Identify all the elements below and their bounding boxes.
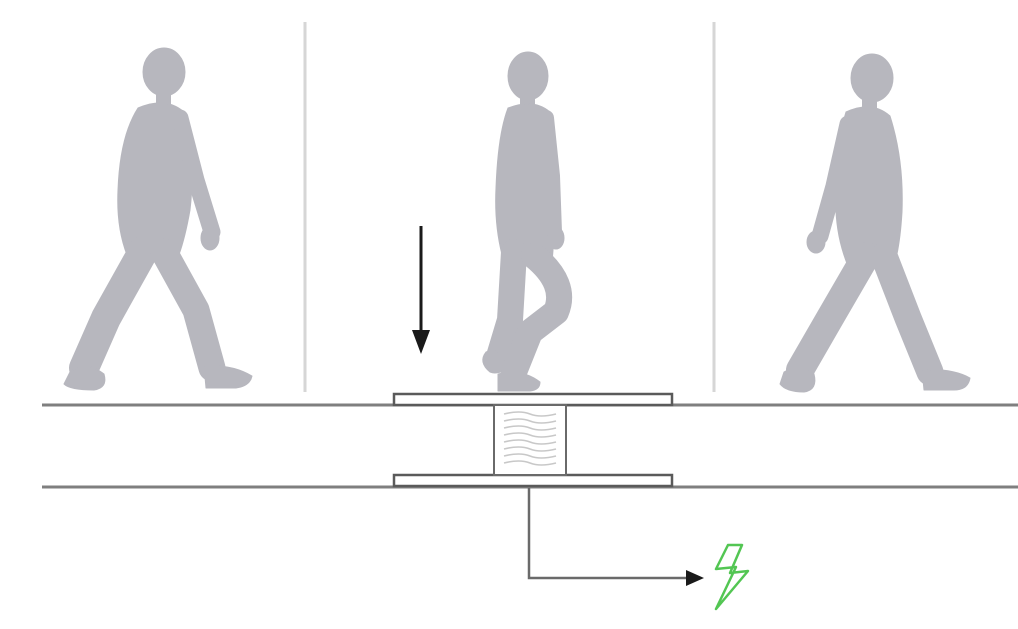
pressure-plate-bottom — [392, 473, 674, 488]
output-wire — [527, 488, 690, 580]
down-arrow-icon — [412, 226, 430, 354]
piezo-generator — [493, 404, 567, 476]
lightning-bolt-icon — [714, 543, 750, 611]
walking-person-icon — [63, 47, 253, 391]
output-arrowhead — [686, 570, 704, 586]
walking-person-icon — [779, 53, 971, 393]
walking-person-icon — [482, 51, 573, 392]
pressure-plate-top — [392, 392, 674, 407]
